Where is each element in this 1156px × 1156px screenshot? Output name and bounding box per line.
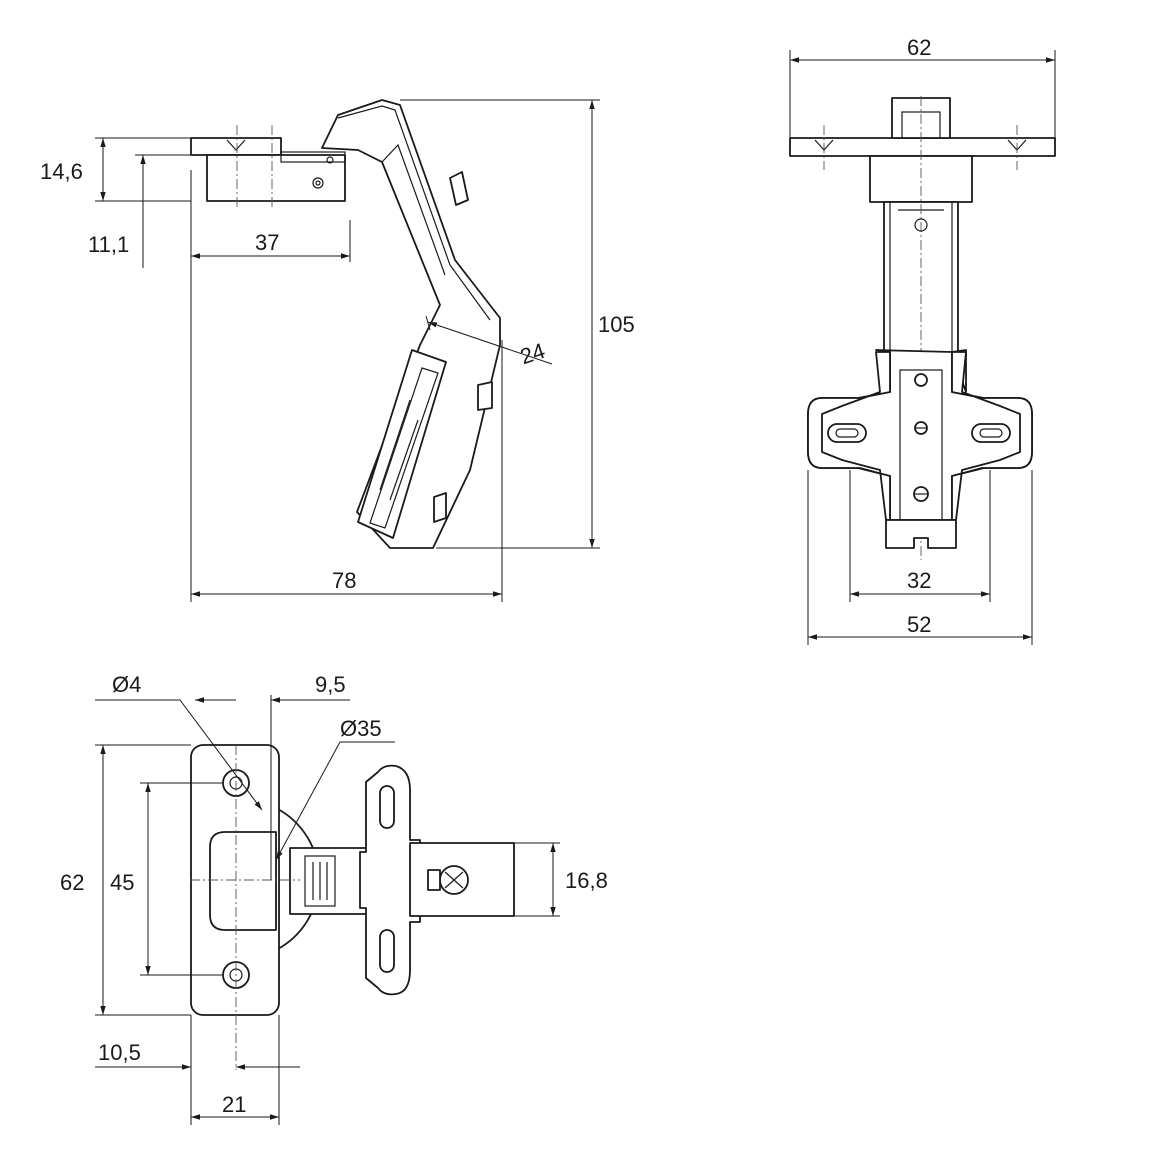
top-mounting-base — [359, 764, 421, 996]
side-adjust-screw-2 — [433, 492, 447, 523]
top-view: Ø4 9,5 Ø35 62 45 16,8 10,5 21 — [60, 672, 608, 1125]
front-top-plate — [789, 137, 1056, 157]
label-14-6: 14,6 — [40, 159, 83, 184]
label-16-8: 16,8 — [565, 868, 608, 893]
side-cup-top-plate — [280, 151, 346, 163]
side-cup-flange — [190, 137, 282, 156]
label-45: 45 — [110, 870, 134, 895]
front-view: 62 32 52 — [789, 35, 1056, 645]
side-view: 14,6 11,1 37 105 78 24 — [40, 99, 635, 602]
front-slot-right — [971, 423, 1011, 443]
label-10-5: 10,5 — [98, 1040, 141, 1065]
label-11-1: 11,1 — [88, 232, 129, 257]
side-mounting-plate — [357, 349, 447, 539]
label-62-front: 62 — [907, 35, 931, 60]
label-d4: Ø4 — [112, 672, 141, 697]
label-62-top: 62 — [60, 870, 84, 895]
label-9-5: 9,5 — [315, 672, 346, 697]
label-21: 21 — [222, 1092, 246, 1117]
dim-line-d4 — [95, 699, 263, 811]
side-pivot-pin — [312, 177, 324, 189]
label-24: 24 — [517, 338, 548, 369]
side-adjust-screw-1 — [477, 381, 493, 411]
label-37: 37 — [255, 230, 279, 255]
dim-line-d35 — [275, 741, 395, 861]
front-slot-left — [827, 423, 867, 443]
side-arm-knob — [449, 171, 469, 206]
side-hinge-arm — [321, 99, 501, 549]
label-32: 32 — [907, 568, 931, 593]
front-screw-top — [914, 373, 928, 387]
label-d35: Ø35 — [340, 716, 382, 741]
label-78: 78 — [332, 568, 356, 593]
label-105: 105 — [598, 312, 635, 337]
side-cup-body — [206, 154, 346, 202]
dim-line-24 — [427, 321, 553, 365]
front-base-feet — [885, 519, 957, 549]
label-52: 52 — [907, 612, 931, 637]
top-cup-recess — [209, 831, 277, 931]
